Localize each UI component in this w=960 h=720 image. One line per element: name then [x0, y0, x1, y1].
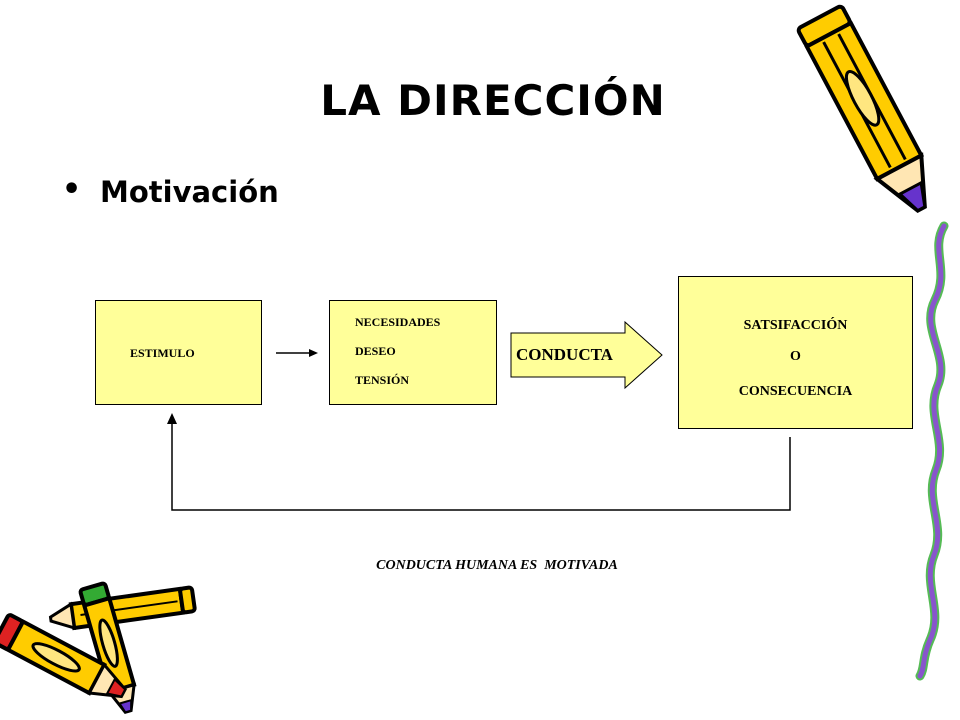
pencil-clipart-bottom-diagonal — [0, 613, 127, 699]
needs-box: NECESIDADES DESEO TENSIÓN — [329, 300, 497, 405]
bullet-marker: • — [62, 172, 82, 207]
needs-line-1: NECESIDADES — [355, 315, 441, 329]
pencil-clipart-bottom-horizontal — [48, 585, 197, 631]
slide-title: LA DIRECCIÓN — [320, 76, 666, 125]
outcome-line-3: CONSECUENCIA — [738, 384, 853, 399]
behavior-block-arrow — [510, 320, 663, 390]
feedback-loop-arrow — [167, 413, 791, 511]
needs-line-2: DESEO — [355, 344, 396, 358]
outcome-line-1: SATSIFACCIÓN — [743, 318, 848, 333]
behavior-label: CONDUCTA — [516, 345, 613, 364]
pencil-clipart-top — [796, 4, 927, 213]
stimulus-box: ESTIMULO — [95, 300, 262, 405]
outcome-box: SATSIFACCIÓN O CONSECUENCIA — [678, 276, 913, 429]
needs-line-3: TENSIÓN — [355, 373, 410, 387]
bullet-text: Motivación — [100, 175, 279, 209]
stimulus-label: ESTIMULO — [130, 346, 195, 360]
outcome-line-2: O — [790, 349, 801, 364]
diagram-caption: CONDUCTA HUMANA ES MOTIVADA — [376, 558, 618, 573]
arrow-stimulus-to-needs — [276, 349, 318, 357]
squiggle-decoration — [915, 221, 949, 681]
